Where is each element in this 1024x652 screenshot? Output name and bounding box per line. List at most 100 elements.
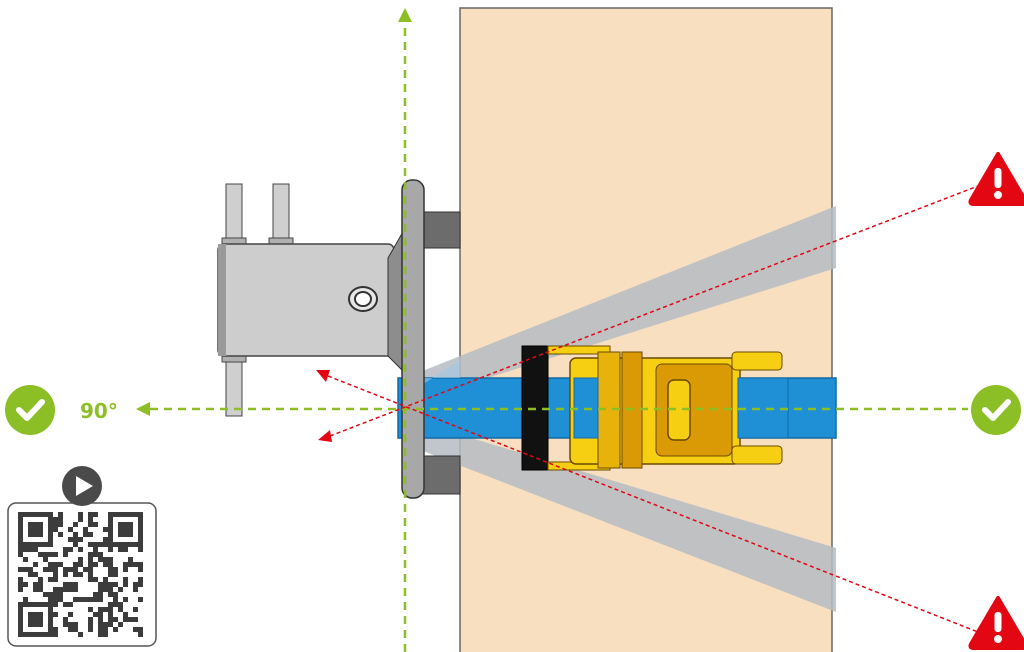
qr-module xyxy=(118,542,123,547)
qr-module xyxy=(123,597,128,602)
anchor-fitting xyxy=(217,179,425,499)
qr-module xyxy=(43,592,48,597)
qr-module xyxy=(123,577,128,582)
qr-module xyxy=(48,512,53,517)
play-icon[interactable] xyxy=(62,466,102,506)
qr-module xyxy=(123,532,128,537)
qr-module xyxy=(138,627,143,632)
qr-module xyxy=(118,622,123,627)
qr-module xyxy=(28,512,33,517)
qr-module xyxy=(48,592,53,597)
qr-module xyxy=(18,607,23,612)
qr-module xyxy=(43,567,48,572)
qr-module xyxy=(138,562,143,567)
qr-module xyxy=(28,567,33,572)
qr-module xyxy=(138,537,143,542)
qr-module xyxy=(73,537,78,542)
qr-module xyxy=(93,547,98,552)
qr-module xyxy=(113,567,118,572)
qr-module xyxy=(98,587,103,592)
qr-module xyxy=(138,542,143,547)
qr-module xyxy=(108,572,113,577)
qr-module xyxy=(103,562,108,567)
qr-module xyxy=(113,512,118,517)
qr-module xyxy=(78,597,83,602)
qr-module xyxy=(108,532,113,537)
qr-module xyxy=(128,527,133,532)
qr-module xyxy=(33,632,38,637)
qr-module xyxy=(48,532,53,537)
qr-module xyxy=(98,557,103,562)
qr-module xyxy=(58,562,63,567)
qr-module xyxy=(73,532,78,537)
qr-module xyxy=(133,562,138,567)
qr-module xyxy=(53,572,58,577)
qr-module xyxy=(108,592,113,597)
qr-module xyxy=(83,527,88,532)
qr-module xyxy=(128,562,133,567)
qr-module xyxy=(18,627,23,632)
qr-module xyxy=(103,582,108,587)
warning-triangle-icon xyxy=(968,152,1024,206)
qr-module xyxy=(63,602,68,607)
qr-module xyxy=(63,552,68,557)
qr-module xyxy=(18,582,23,587)
qr-module xyxy=(123,547,128,552)
qr-module xyxy=(88,572,93,577)
qr-module xyxy=(68,582,73,587)
horizontal-axis-arrowhead xyxy=(136,402,150,416)
qr-module xyxy=(33,587,38,592)
qr-module xyxy=(93,597,98,602)
qr-module xyxy=(113,597,118,602)
qr-module xyxy=(98,542,103,547)
qr-module xyxy=(123,562,128,567)
qr-module xyxy=(18,552,23,557)
qr-module xyxy=(138,527,143,532)
qr-module xyxy=(108,567,113,572)
qr-module xyxy=(73,582,78,587)
qr-module xyxy=(33,612,38,617)
qr-module xyxy=(38,577,43,582)
qr-module xyxy=(98,592,103,597)
qr-module xyxy=(33,527,38,532)
qr-module xyxy=(38,532,43,537)
qr-module xyxy=(18,617,23,622)
qr-module xyxy=(38,602,43,607)
qr-module xyxy=(23,632,28,637)
qr-module xyxy=(108,542,113,547)
qr-module xyxy=(18,587,23,592)
qr-module xyxy=(98,607,103,612)
qr-module xyxy=(108,522,113,527)
qr-module xyxy=(123,582,128,587)
qr-module xyxy=(33,602,38,607)
qr-module xyxy=(93,562,98,567)
qr-module xyxy=(138,632,143,637)
qr-module xyxy=(43,552,48,557)
qr-module xyxy=(98,627,103,632)
qr-module xyxy=(53,587,58,592)
qr-module xyxy=(43,602,48,607)
qr-module xyxy=(28,617,33,622)
qr-module xyxy=(103,537,108,542)
qr-module xyxy=(18,622,23,627)
qr-module xyxy=(123,512,128,517)
qr-module xyxy=(103,607,108,612)
qr-module xyxy=(118,532,123,537)
qr-module xyxy=(103,622,108,627)
qr-module xyxy=(98,612,103,617)
qr-module xyxy=(118,522,123,527)
qr-module xyxy=(103,577,108,582)
qr-module xyxy=(83,567,88,572)
ghost-strap-upper xyxy=(405,206,836,404)
qr-code-icon[interactable] xyxy=(18,512,143,637)
qr-module xyxy=(43,512,48,517)
qr-module xyxy=(53,552,58,557)
qr-module xyxy=(93,542,98,547)
qr-module xyxy=(58,522,63,527)
qr-module xyxy=(68,547,73,552)
qr-module xyxy=(38,632,43,637)
qr-module xyxy=(63,617,68,622)
qr-module xyxy=(78,512,83,517)
qr-module xyxy=(18,547,23,552)
qr-module xyxy=(128,522,133,527)
